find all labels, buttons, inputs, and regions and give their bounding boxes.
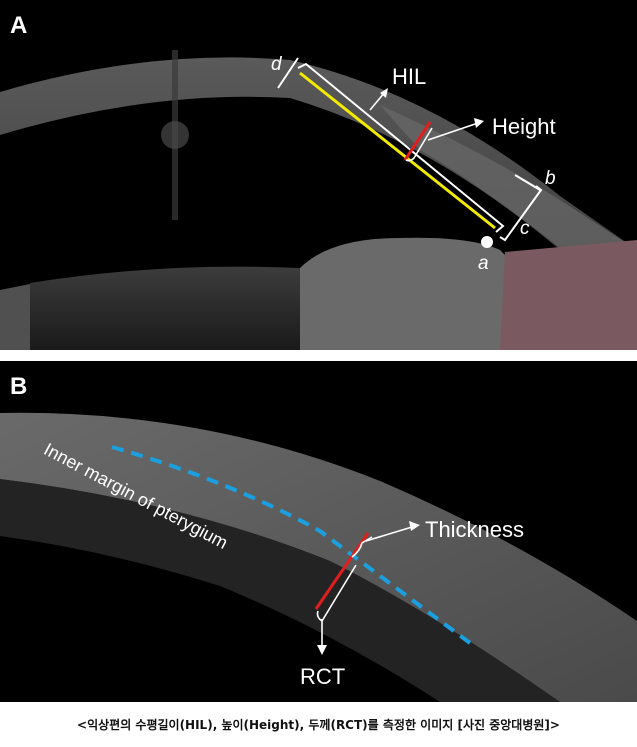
lens xyxy=(30,266,300,350)
oct-panel-a: A d HIL Height b c a xyxy=(0,0,637,350)
figure-caption: <익상편의 수평길이(HIL), 높이(Height), 두께(RCT)를 측정… xyxy=(77,718,560,732)
hil-yellow-line xyxy=(299,71,496,230)
label-height: Height xyxy=(492,114,556,139)
panel-letter-b: B xyxy=(10,373,28,400)
tick-d xyxy=(277,57,299,89)
oct-panel-b: B Inner margin of pterygium Thickness RC… xyxy=(0,361,637,702)
label-d: d xyxy=(271,54,282,75)
label-rct: RCT xyxy=(300,664,346,689)
point-a xyxy=(481,236,493,248)
label-hil: HIL xyxy=(392,64,427,89)
label-c: c xyxy=(520,218,530,239)
iris-right xyxy=(300,237,520,350)
label-a: a xyxy=(478,253,489,274)
label-b: b xyxy=(545,168,556,189)
hil-bracket xyxy=(297,62,505,233)
tick-b xyxy=(514,174,541,191)
height-red-marker xyxy=(403,121,432,161)
oct-scan-a xyxy=(0,50,637,350)
panel-letter-a: A xyxy=(10,12,28,39)
stroma-texture xyxy=(0,479,560,702)
cornea-band-b xyxy=(0,412,637,702)
rct-red-marker xyxy=(314,532,370,610)
inner-margin-dashed xyxy=(111,445,472,645)
sclera-region xyxy=(500,240,637,350)
oct-scan-b xyxy=(0,412,637,702)
thickness-bracket xyxy=(499,185,543,242)
thickness-bracket-b xyxy=(351,536,373,558)
label-thickness: Thickness xyxy=(425,517,525,542)
